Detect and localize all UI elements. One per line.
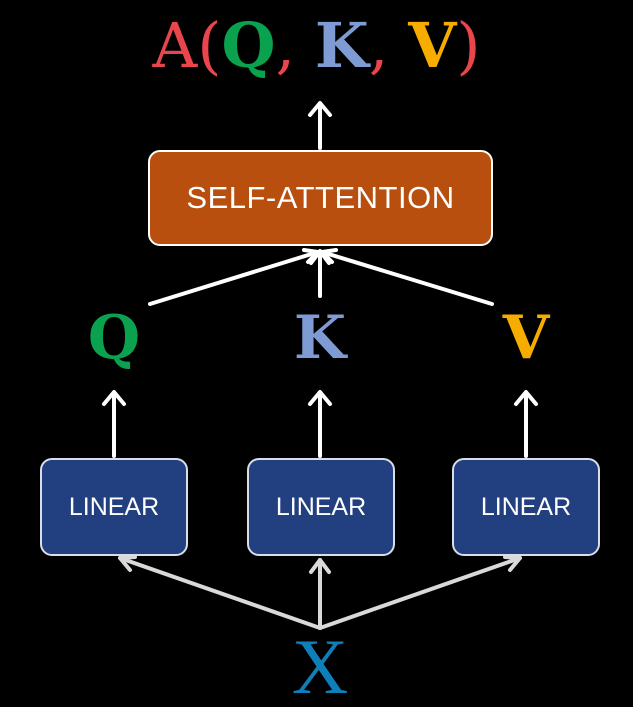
- formula-prefix: A(: [152, 9, 222, 82]
- output-formula: A(Q, K, V): [0, 9, 633, 82]
- self-attention-block: SELF-ATTENTION: [148, 150, 493, 246]
- arrow-x-to-linear-q: [118, 555, 322, 630]
- arrow-linear-k-to-k: [308, 390, 332, 458]
- formula-sep-2: ,: [368, 9, 409, 82]
- linear-block-v: LINEAR: [452, 458, 600, 556]
- linear-v-label: LINEAR: [480, 492, 572, 521]
- formula-v: V: [408, 9, 457, 82]
- arrow-x-to-linear-k: [309, 558, 331, 630]
- formula-sep-1: ,: [275, 9, 315, 82]
- arrow-v-to-attention: [320, 248, 494, 306]
- x-input-label: X: [291, 623, 349, 707]
- formula-k: K: [314, 9, 369, 82]
- linear-k-label: LINEAR: [275, 492, 367, 521]
- linear-block-k: LINEAR: [247, 458, 395, 556]
- linear-q-label: LINEAR: [68, 492, 160, 521]
- arrow-attention-to-output: [308, 101, 332, 150]
- formula-suffix: ): [456, 9, 481, 82]
- formula-q: Q: [221, 9, 276, 82]
- linear-block-q: LINEAR: [40, 458, 188, 556]
- q-label: Q: [87, 303, 141, 373]
- arrow-linear-v-to-v: [514, 390, 538, 458]
- arrow-x-to-linear-v: [318, 555, 522, 630]
- k-label: K: [293, 303, 347, 373]
- self-attention-label: SELF-ATTENTION: [186, 180, 455, 215]
- v-label: V: [502, 303, 550, 373]
- arrow-k-to-attention: [309, 249, 331, 298]
- arrow-q-to-attention: [148, 248, 320, 306]
- arrow-linear-q-to-q: [102, 390, 126, 458]
